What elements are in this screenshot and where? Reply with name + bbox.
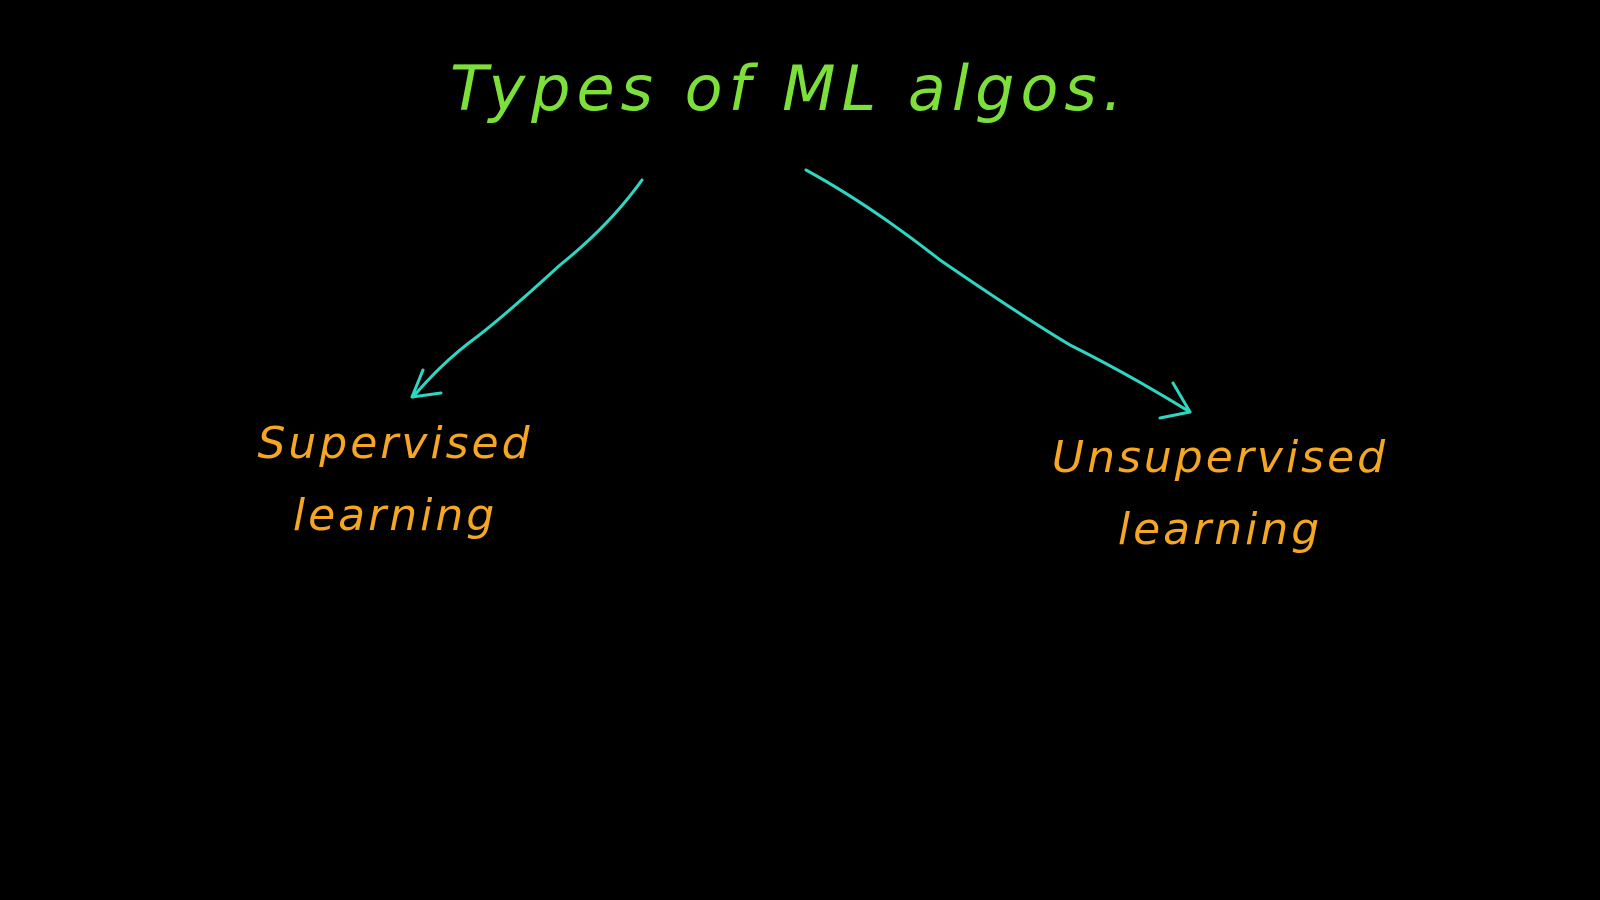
supervised-learning-node: Supervised learning <box>215 408 575 552</box>
supervised-label-line2: learning <box>292 490 498 541</box>
arrow-to-unsupervised <box>804 168 1192 420</box>
unsupervised-label-line1: Unsupervised <box>1051 432 1389 483</box>
arrow-shaft-supervised <box>411 178 644 399</box>
arrow-head-supervised <box>410 368 443 399</box>
unsupervised-label-line2: learning <box>1117 504 1323 555</box>
diagram-title: Types of ML algos. <box>450 52 1129 125</box>
arrow-to-supervised <box>410 178 644 399</box>
arrow-head-unsupervised <box>1158 381 1192 420</box>
supervised-label-line1: Supervised <box>257 418 533 469</box>
unsupervised-learning-node: Unsupervised learning <box>1040 422 1400 566</box>
arrow-shaft-unsupervised <box>804 168 1192 414</box>
